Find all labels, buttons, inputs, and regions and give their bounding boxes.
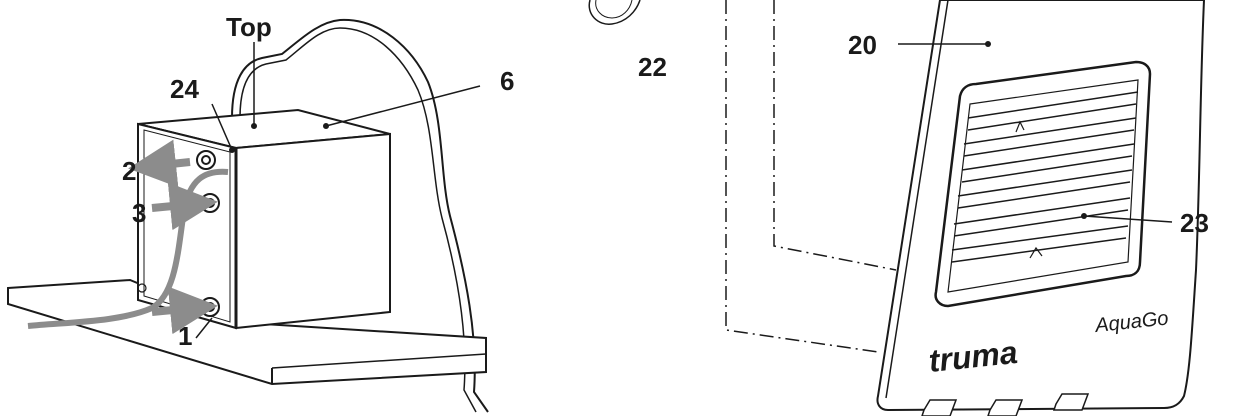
fitting-top: [196, 150, 216, 170]
connection-arrows: [128, 139, 218, 335]
label-1: 1: [178, 321, 192, 351]
left-assembly: [7, 18, 489, 413]
fitting-middle: [200, 193, 220, 213]
label-20: 20: [848, 30, 877, 60]
wall-outline-inner: [239, 27, 477, 413]
label-24: 24: [170, 74, 199, 104]
wall-outline: [231, 18, 489, 413]
grille-slats: [951, 91, 1139, 263]
fitting-bottom: [200, 297, 220, 317]
opening-outline: [725, 0, 897, 353]
grille: [934, 60, 1152, 308]
mounting-tabs: [921, 393, 1090, 416]
label-22: 22: [638, 52, 667, 82]
label-6: 6: [500, 66, 514, 96]
box-side: [235, 132, 391, 330]
arrow-2: [128, 139, 191, 188]
label-3: 3: [132, 198, 146, 228]
arrow-1: [151, 286, 218, 335]
box-front-panel: [137, 122, 237, 330]
arrow-3: [151, 182, 218, 231]
label-top: Top: [226, 12, 272, 42]
hose-loop: [588, 0, 641, 25]
label-2: 2: [122, 156, 136, 186]
label-23: 23: [1180, 208, 1209, 238]
